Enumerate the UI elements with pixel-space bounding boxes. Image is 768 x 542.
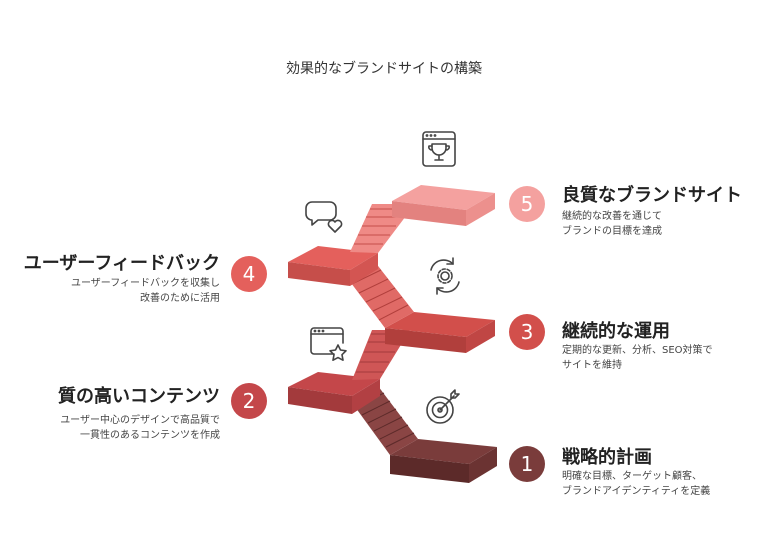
step-3-title: 継続的な運用 xyxy=(562,321,670,342)
window-star-icon xyxy=(310,327,347,361)
step-3-platform xyxy=(345,262,495,353)
step-2-description: ユーザー中心のデザインで高品質で一貫性のあるコンテンツを作成 xyxy=(60,415,220,441)
step-5-title: 良質なブランドサイト xyxy=(562,185,742,206)
page-title: 効果的なブランドサイトの構築 xyxy=(286,61,482,77)
step-1-badge: 1 xyxy=(509,446,545,482)
step-4-title: ユーザーフィードバック xyxy=(23,253,220,274)
step-4-description: ユーザーフィードバックを収集し改善のために活用 xyxy=(71,278,220,304)
step-5-platform xyxy=(392,185,495,226)
step-1-description: 明確な目標、ターゲット顧客、ブランドアイデンティティを定義 xyxy=(562,471,711,497)
step-2-title: 質の高いコンテンツ xyxy=(58,386,220,407)
chat-heart-icon xyxy=(305,201,343,233)
step-4-badge: 4 xyxy=(231,256,267,292)
target-icon xyxy=(426,389,460,424)
step-2-badge: 2 xyxy=(231,383,267,419)
gear-cycle-icon xyxy=(430,257,460,295)
step-1-title: 戦略的計画 xyxy=(562,447,652,468)
step-5-badge: 5 xyxy=(509,186,545,222)
window-trophy-icon xyxy=(422,131,456,167)
step-3-description: 定期的な更新、分析、SEO対策でサイトを維持 xyxy=(562,345,713,371)
step-3-badge: 3 xyxy=(509,314,545,350)
step-5-description: 継続的な改善を通じてブランドの目標を達成 xyxy=(562,211,662,237)
